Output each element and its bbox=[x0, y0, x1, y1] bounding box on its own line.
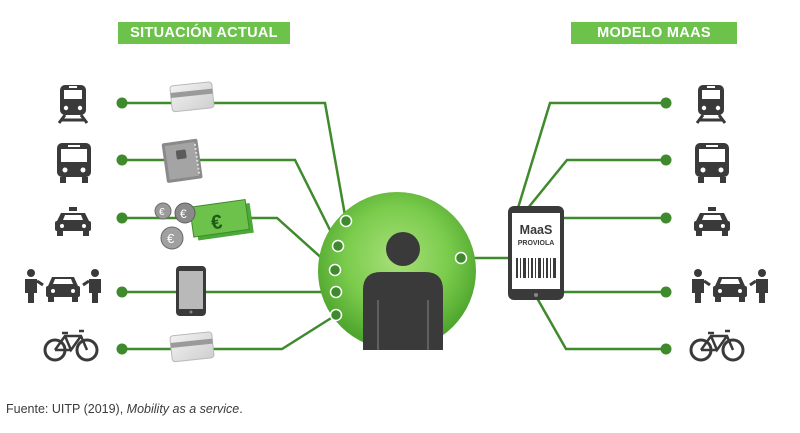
svg-text:€: € bbox=[180, 207, 187, 221]
card-icon bbox=[169, 81, 215, 113]
user-circle bbox=[318, 192, 476, 350]
provider-label: PROVIOLA bbox=[518, 240, 555, 247]
carsharing-icon bbox=[690, 267, 770, 305]
modelo-maas-banner: MODELO MAAS bbox=[571, 22, 737, 44]
connector-maas-train bbox=[516, 101, 666, 209]
person-icon bbox=[363, 232, 443, 350]
svg-text:€: € bbox=[167, 231, 175, 246]
maas-label: MaaS bbox=[520, 223, 553, 237]
svg-text:€: € bbox=[159, 207, 165, 218]
maas-phone: MaaS PROVIOLA bbox=[508, 206, 564, 300]
situacion-actual-banner: SITUACIÓN ACTUAL bbox=[118, 22, 290, 44]
bus-icon bbox=[695, 143, 729, 183]
bus-icon bbox=[57, 143, 91, 183]
ticket-booklet-icon bbox=[161, 138, 203, 183]
connector-maas-bicycle bbox=[535, 297, 666, 351]
carsharing-icon bbox=[23, 267, 103, 305]
smartphone-app-icon bbox=[176, 266, 206, 316]
left-dots bbox=[116, 97, 128, 355]
taxi-icon bbox=[55, 207, 91, 236]
right-dots bbox=[660, 97, 672, 355]
bicycle-icon bbox=[689, 329, 745, 362]
source-note: Fuente: UITP (2019), Mobility as a servi… bbox=[6, 402, 243, 416]
barcode-icon bbox=[516, 258, 556, 278]
maas-diagram: € € € € MaaS PROVIOLA bbox=[23, 81, 770, 363]
train-icon bbox=[695, 83, 727, 125]
connector-taxi bbox=[122, 216, 336, 271]
taxi-icon bbox=[694, 207, 730, 236]
svg-text:€: € bbox=[210, 211, 224, 234]
cash-euro-icon: € € € € bbox=[154, 199, 254, 250]
train-icon bbox=[57, 83, 89, 125]
card-icon bbox=[169, 331, 215, 363]
bicycle-icon bbox=[43, 329, 99, 362]
circle-dots bbox=[328, 214, 468, 322]
connector-bicycle bbox=[122, 313, 337, 351]
connector-maas-bus bbox=[527, 158, 666, 209]
